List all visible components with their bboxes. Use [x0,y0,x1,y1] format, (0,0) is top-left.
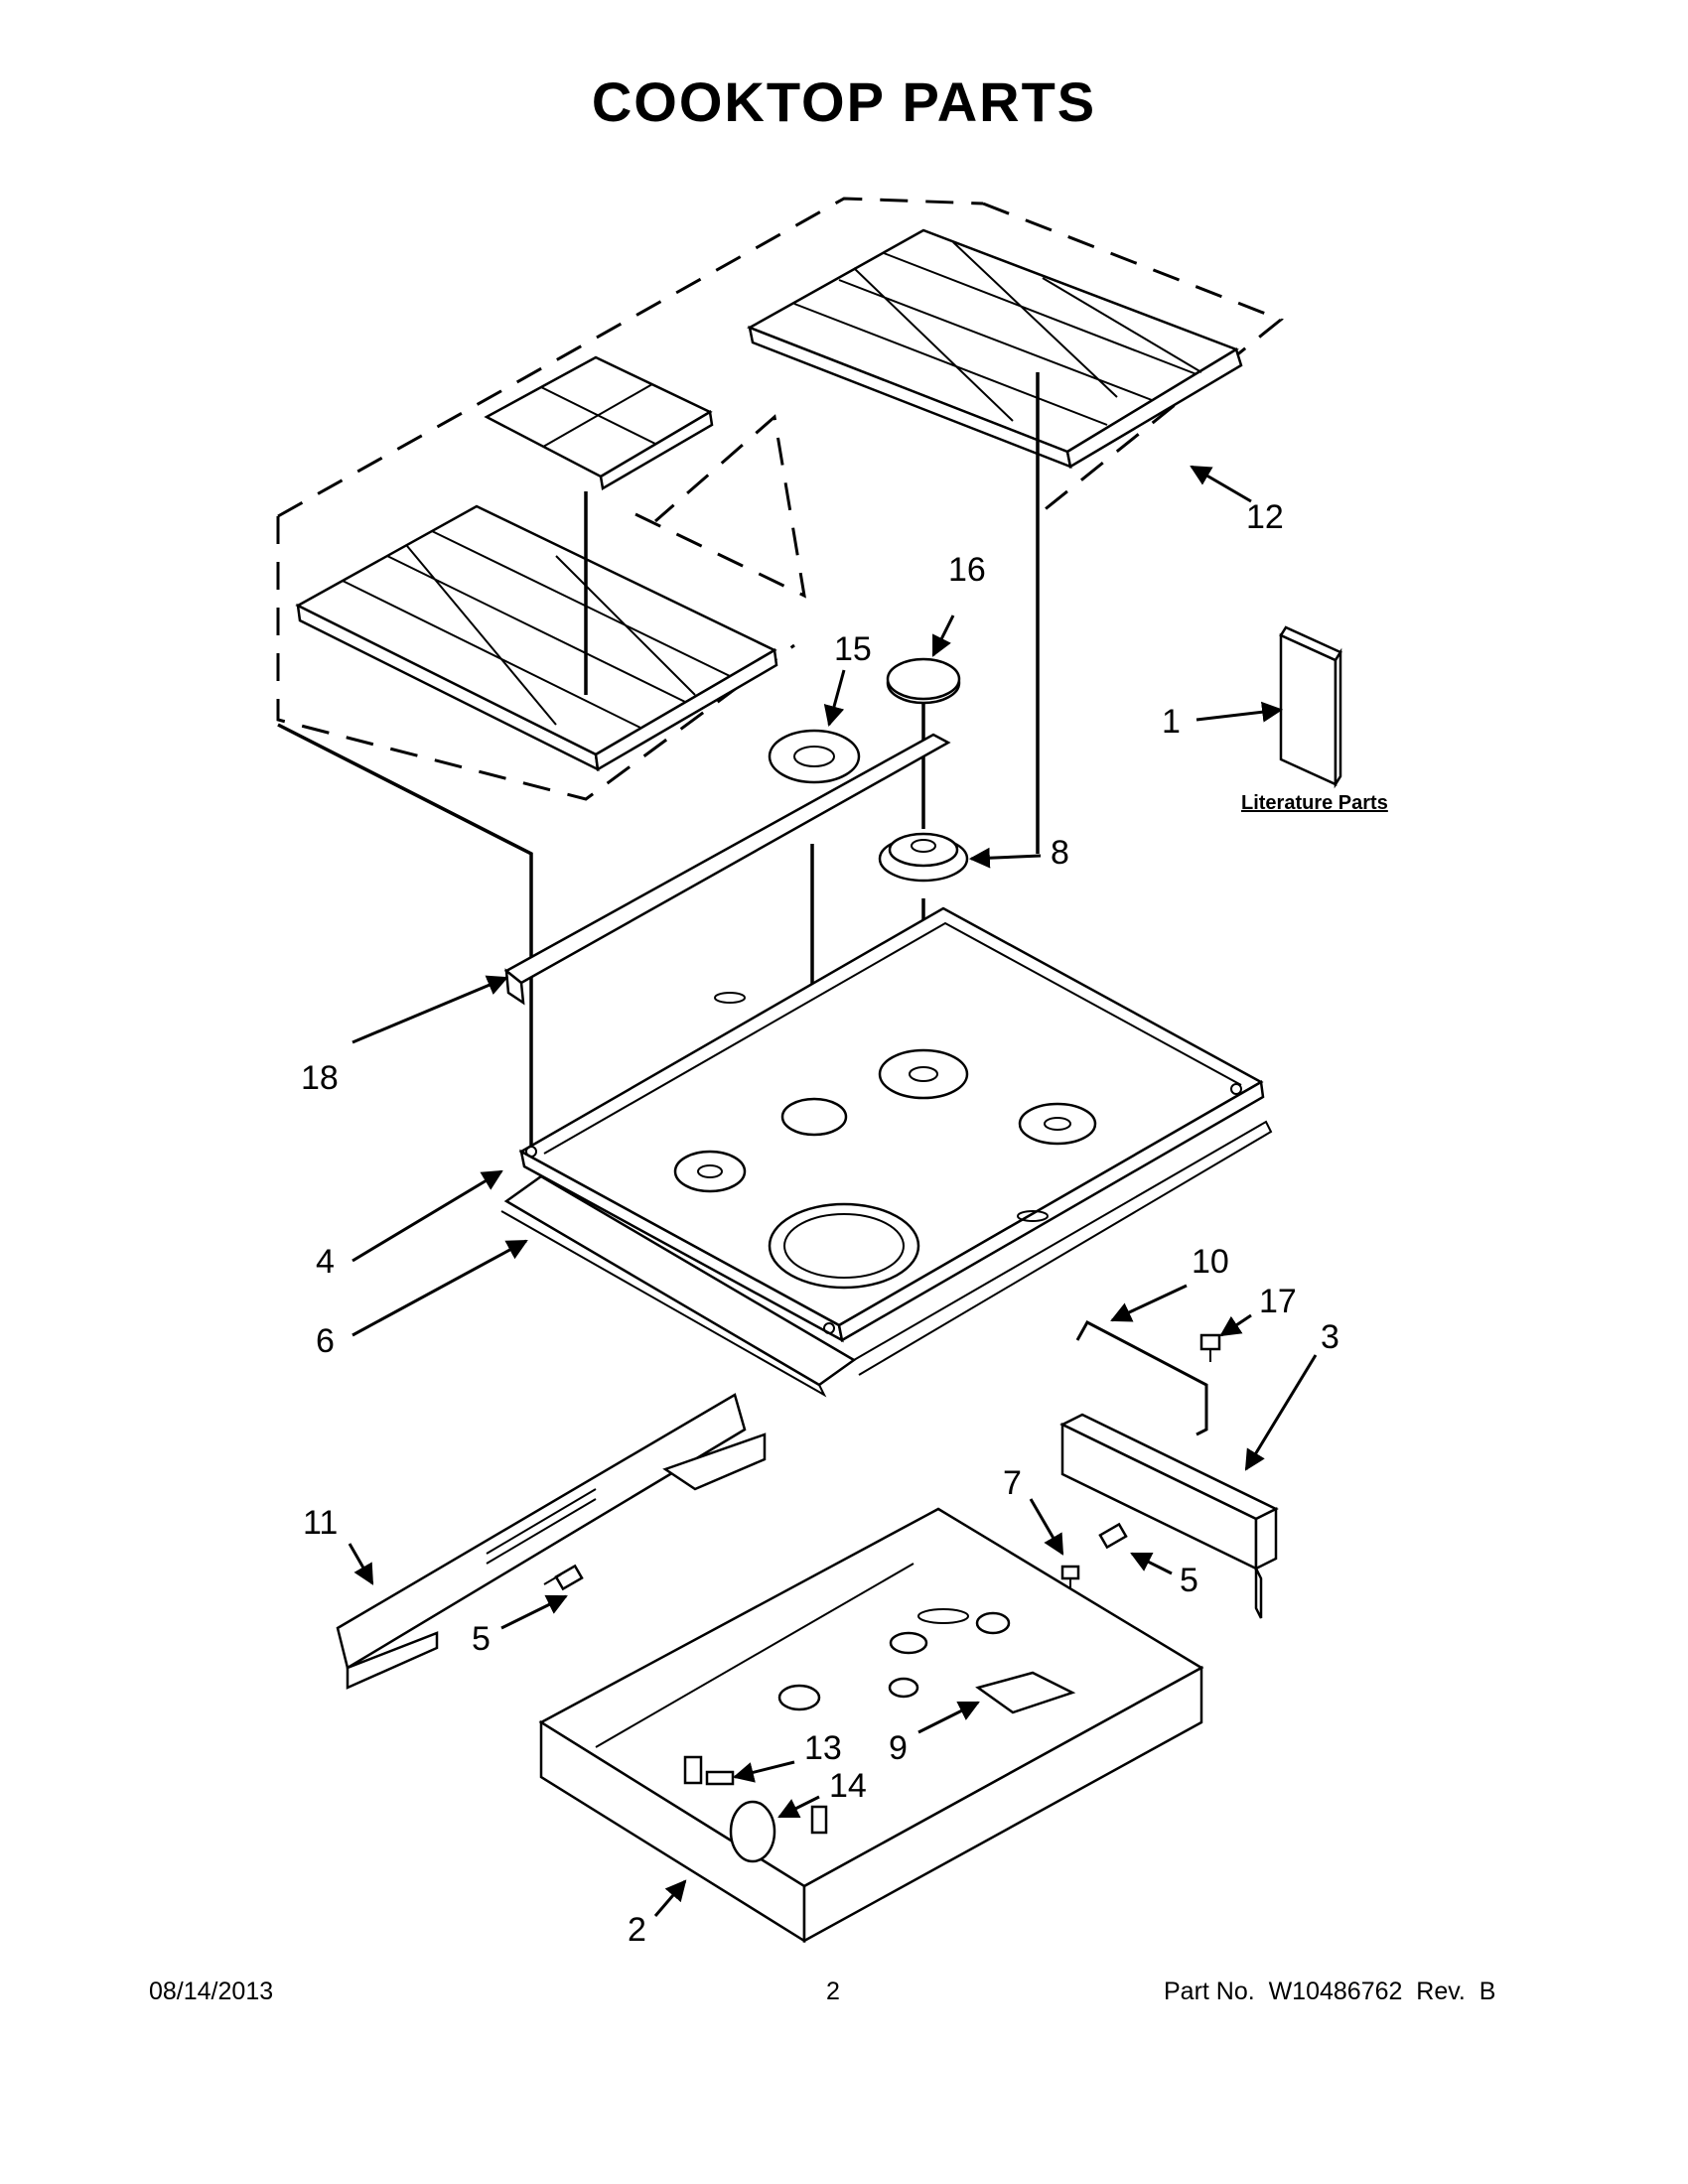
wire-bracket [1075,1319,1208,1436]
callout-7: 7 [1003,1464,1022,1502]
rear-bracket [336,1393,767,1690]
burner-cap-large [768,729,861,784]
cooktop-panel [518,906,1265,1343]
callout-2: 2 [628,1911,646,1949]
callout-11: 11 [303,1504,338,1542]
callout-4: 4 [316,1243,335,1281]
callout-8: 8 [1051,834,1069,872]
callout-17: 17 [1259,1283,1297,1320]
literature-parts-label: Literature Parts [1241,792,1388,814]
left-grate [295,504,778,772]
callout-1: 1 [1162,703,1181,741]
side-bracket [1059,1413,1279,1619]
callout-5-right: 5 [1180,1562,1198,1599]
callout-numbers: 12 16 15 1 8 18 4 6 10 17 3 11 7 5 5 9 1… [301,498,1388,1949]
screw-left [543,1564,584,1591]
callout-6: 6 [316,1322,335,1360]
burner-head [878,832,969,883]
footer-part-number: Part No. W10486762 Rev. B [1164,1978,1496,2005]
small-center-grate [484,355,714,490]
leader-lines [348,465,1318,1917]
screw-right [1098,1522,1128,1550]
callout-18: 18 [301,1059,339,1097]
callout-14: 14 [829,1767,867,1805]
cooktop-gasket [500,1120,1273,1398]
callout-16: 16 [948,551,986,589]
callout-9: 9 [889,1729,908,1767]
callout-12: 12 [1246,498,1284,536]
callout-5-left: 5 [472,1620,491,1658]
page-title: COOKTOP PARTS [591,70,1097,133]
burner-cap-small [886,657,961,705]
callout-13: 13 [804,1729,842,1767]
callout-3: 3 [1321,1318,1339,1356]
callout-10: 10 [1192,1243,1229,1281]
right-grate [747,228,1243,469]
valve-and-screw [705,1770,776,1863]
burner-box [538,1507,1204,1944]
rear-trim-rail [503,733,951,1006]
footer-page-number: 2 [826,1978,840,2005]
grate-assembly-dashed-outline [276,197,1284,801]
callout-15: 15 [834,630,872,668]
footer-date: 08/14/2013 [149,1978,274,2005]
screw-17 [1199,1333,1221,1362]
literature-parts-book [1279,625,1342,789]
